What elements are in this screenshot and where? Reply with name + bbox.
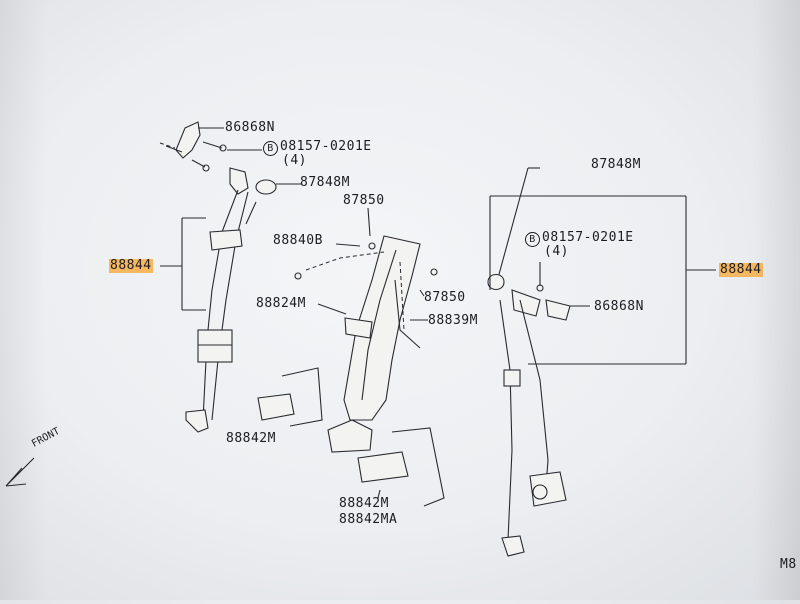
part-label-86868n-right: 86868N: [594, 299, 644, 314]
center-belt-assembly: [294, 235, 438, 453]
part-label-87850-top: 87850: [343, 193, 385, 208]
part-label-87848m-right: 87848M: [591, 157, 641, 172]
left-88844-bracket: [160, 217, 206, 311]
part-label-88840b: 88840B: [273, 233, 323, 248]
left-upper-bracket: [159, 121, 277, 195]
part-number-08157-right: 08157-0201E: [542, 230, 634, 245]
part-label-88844-right: 88844: [719, 262, 763, 277]
bolt-symbol-icon: B: [263, 141, 278, 156]
right-88844-bracket: [489, 195, 716, 365]
part-label-87848m-left: 87848M: [300, 175, 350, 190]
left-belt-assembly: [185, 189, 249, 433]
quantity-label-left: (4): [282, 153, 307, 168]
part-label-87850-mid: 87850: [424, 290, 466, 305]
part-label-88844-left: 88844: [109, 258, 153, 273]
front-arrow-icon: [5, 457, 35, 487]
part-label-88842ma: 88842MA: [339, 512, 398, 527]
bolt-symbol-icon: B: [525, 232, 540, 247]
part-label-88839m: 88839M: [428, 313, 478, 328]
center-buckle-88842m: [257, 367, 323, 427]
part-label-88842m-left: 88842M: [226, 431, 276, 446]
bottom-buckle-88842m: [357, 427, 445, 507]
right-belt-assembly: [487, 167, 590, 557]
part-label-88824m: 88824M: [256, 296, 306, 311]
part-label-88842m-bottom: 88842M: [339, 496, 389, 511]
quantity-label-right: (4): [544, 244, 569, 259]
corner-code: M8: [780, 557, 797, 572]
part-number-08157-left: 08157-0201E: [280, 139, 372, 154]
part-label-86868n-left: 86868N: [225, 120, 275, 135]
